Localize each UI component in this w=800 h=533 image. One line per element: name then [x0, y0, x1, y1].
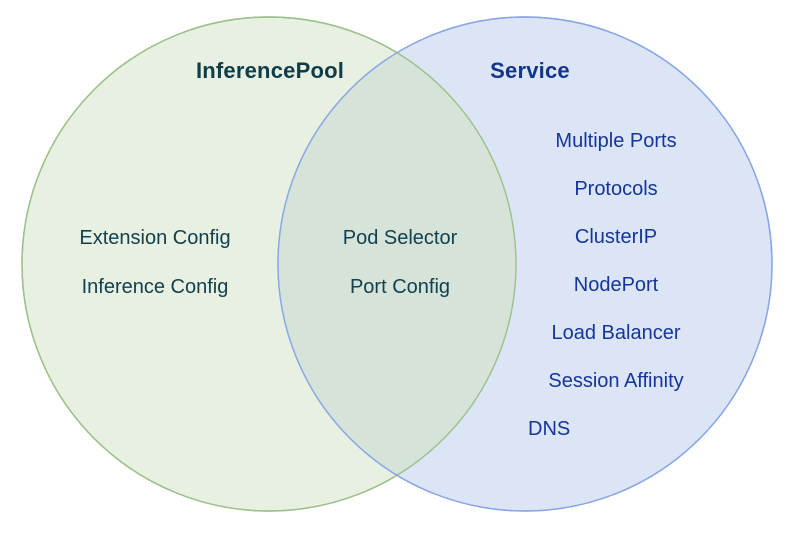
right-set-item: ClusterIP — [574, 226, 658, 248]
left-set-item-list: Extension Config Inference Config — [35, 228, 275, 297]
right-set-item: Session Affinity — [548, 370, 684, 392]
intersection-item-list: Pod Selector Port Config — [300, 228, 500, 297]
right-set-item: Multiple Ports — [555, 130, 677, 152]
intersection-region — [278, 17, 516, 511]
right-set-item-list: Multiple Ports Protocols ClusterIP NodeP… — [506, 131, 726, 439]
right-set-item: DNS — [528, 418, 571, 440]
left-set-title: InferencePool — [195, 58, 345, 83]
right-set-circle-outline — [277, 16, 773, 512]
left-set-item: Extension Config — [79, 227, 231, 249]
right-set-title: Service — [490, 58, 570, 83]
right-set-item: Protocols — [574, 178, 658, 200]
right-set-item: NodePort — [573, 274, 659, 296]
intersection-item: Pod Selector — [342, 227, 458, 249]
right-set-item: Load Balancer — [551, 322, 681, 344]
left-set-circle-outline — [21, 16, 517, 512]
left-set-item: Inference Config — [81, 276, 229, 298]
intersection-item: Port Config — [349, 276, 451, 298]
